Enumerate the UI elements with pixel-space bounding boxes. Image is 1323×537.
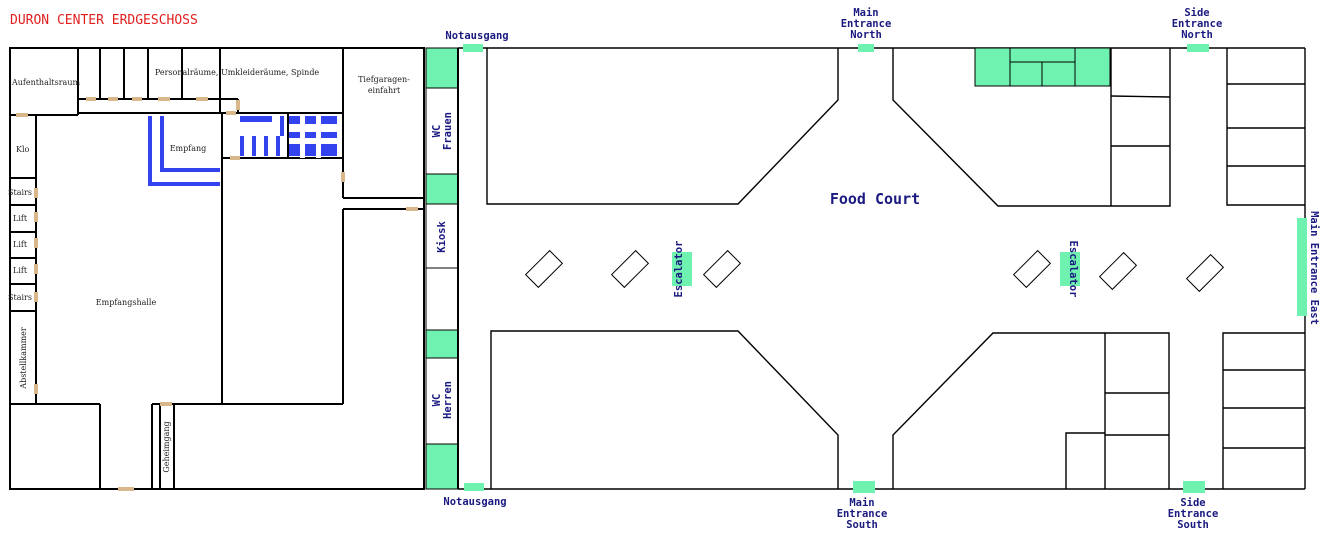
main-north-label-1: Main xyxy=(853,7,878,19)
room-stairs-top: Stairs xyxy=(8,188,32,197)
room-lift-1: Lift xyxy=(13,214,28,223)
escalator-right-label: Escalator xyxy=(1067,241,1079,298)
room-empfangshalle: Empfangshalle xyxy=(96,298,157,307)
main-south-label-1: Main xyxy=(849,497,874,509)
room-stairs-bottom: Stairs xyxy=(8,293,32,302)
escalator-right xyxy=(1060,252,1080,286)
wc-herren-label-2: Herren xyxy=(442,381,454,419)
reception-desk xyxy=(148,116,220,186)
main-east-label: Main Entrance East xyxy=(1308,211,1320,325)
side-south-label-1: Side xyxy=(1180,497,1205,509)
food-court-label: Food Court xyxy=(830,190,920,208)
wc-frauen-label-1: WC xyxy=(431,125,443,138)
seating-gaps xyxy=(300,114,321,158)
room-klo: Klo xyxy=(16,145,30,154)
side-north-label-3: North xyxy=(1181,29,1213,41)
main-south-label-3: South xyxy=(846,519,878,531)
service-strip xyxy=(425,47,459,490)
side-north-label-1: Side xyxy=(1184,7,1209,19)
table xyxy=(1012,249,1052,289)
east-labels: Notausgang Notausgang Main Entrance Nort… xyxy=(443,7,1320,531)
west-building-outline xyxy=(9,47,425,490)
escalator-left-label: Escalator xyxy=(673,241,685,298)
side-south-label-2: Entrance xyxy=(1168,508,1219,520)
map-title: DURON CENTER ERDGESCHOSS xyxy=(10,13,198,28)
room-tiefgarage-2: einfahrt xyxy=(368,86,401,95)
room-personal: Personalräume, Umkleideräume, Spinde xyxy=(155,68,320,77)
wc-herren-label-1: WC xyxy=(431,394,443,407)
entrance-markers xyxy=(463,44,1307,493)
main-north-label-3: North xyxy=(850,29,882,41)
kiosk-label: Kiosk xyxy=(436,221,448,253)
wc-frauen-label-2: Frauen xyxy=(442,112,454,150)
main-south-label-2: Entrance xyxy=(837,508,888,520)
escalator-left xyxy=(672,252,692,286)
green-shops xyxy=(974,47,1111,87)
strip-labels: WC Frauen Kiosk WC Herren xyxy=(431,112,454,419)
room-lift-2: Lift xyxy=(13,240,28,249)
notausgang-top-label: Notausgang xyxy=(445,30,508,42)
doors xyxy=(16,97,418,491)
notausgang-bottom-label: Notausgang xyxy=(443,496,506,508)
table xyxy=(1185,253,1225,293)
table xyxy=(610,249,650,289)
table xyxy=(524,249,564,289)
room-aufenthaltsraum: Aufenthaltsraum xyxy=(11,78,81,87)
room-abstellkammer: Abstellkammer xyxy=(19,327,28,390)
main-north-label-2: Entrance xyxy=(841,18,892,30)
east-building xyxy=(458,47,1306,490)
table xyxy=(1098,251,1138,291)
table xyxy=(702,249,742,289)
west-room-labels: Aufenthaltsraum Personalräume, Umkleider… xyxy=(8,68,410,473)
food-court-tables xyxy=(524,249,1225,293)
room-geheimgang: Geheimgang xyxy=(162,421,171,472)
west-building xyxy=(9,47,425,490)
room-tiefgarage-1: Tiefgaragen- xyxy=(358,75,410,84)
side-south-label-3: South xyxy=(1177,519,1209,531)
room-lift-3: Lift xyxy=(13,266,28,275)
room-empfang: Empfang xyxy=(170,144,207,153)
side-north-label-2: Entrance xyxy=(1172,18,1223,30)
